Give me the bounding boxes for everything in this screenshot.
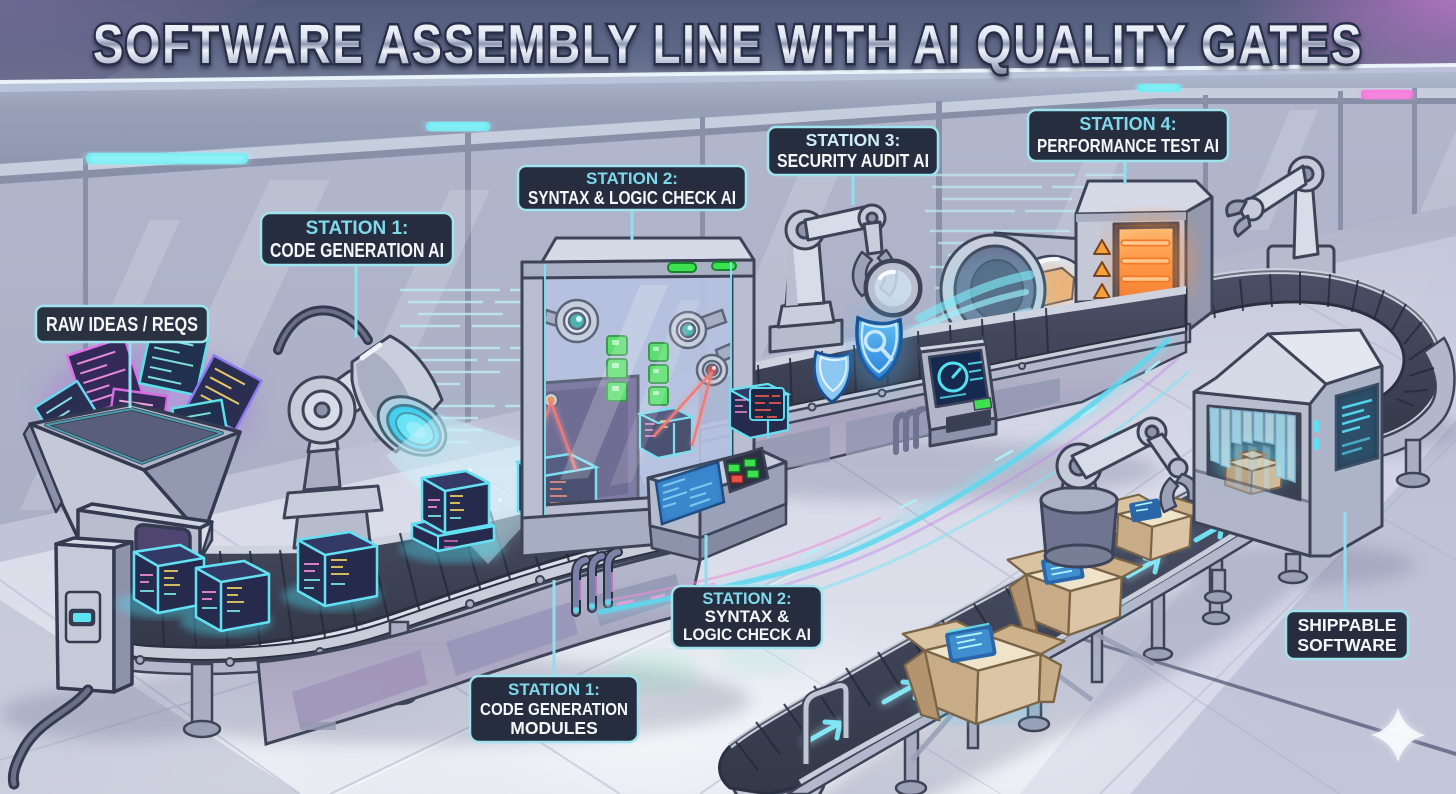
svg-text:CODE GENERATION AI: CODE GENERATION AI	[270, 240, 444, 262]
svg-text:SOFTWARE ASSEMBLY LINE WITH AI: SOFTWARE ASSEMBLY LINE WITH AI QUALITY G…	[93, 13, 1363, 75]
svg-text:SOFTWARE: SOFTWARE	[1297, 635, 1396, 655]
svg-text:STATION 1:: STATION 1:	[508, 680, 600, 699]
svg-text:STATION 2:: STATION 2:	[586, 169, 678, 188]
svg-text:STATION 4:: STATION 4:	[1079, 114, 1176, 134]
svg-text:PERFORMANCE TEST AI: PERFORMANCE TEST AI	[1037, 135, 1219, 156]
svg-text:SECURITY AUDIT AI: SECURITY AUDIT AI	[777, 150, 929, 171]
svg-text:RAW IDEAS / REQS: RAW IDEAS / REQS	[46, 314, 198, 336]
svg-text:SYNTAX & LOGIC CHECK AI: SYNTAX & LOGIC CHECK AI	[528, 187, 736, 208]
svg-text:CODE GENERATION: CODE GENERATION	[480, 699, 628, 719]
svg-text:LOGIC CHECK AI: LOGIC CHECK AI	[683, 625, 811, 644]
svg-text:SHIPPABLE: SHIPPABLE	[1298, 615, 1397, 635]
svg-text:STATION 3:: STATION 3:	[806, 130, 901, 150]
svg-text:STATION 1:: STATION 1:	[306, 218, 409, 239]
svg-text:SYNTAX &: SYNTAX &	[705, 607, 790, 626]
svg-text:MODULES: MODULES	[510, 718, 598, 738]
svg-text:STATION 2:: STATION 2:	[702, 590, 791, 608]
